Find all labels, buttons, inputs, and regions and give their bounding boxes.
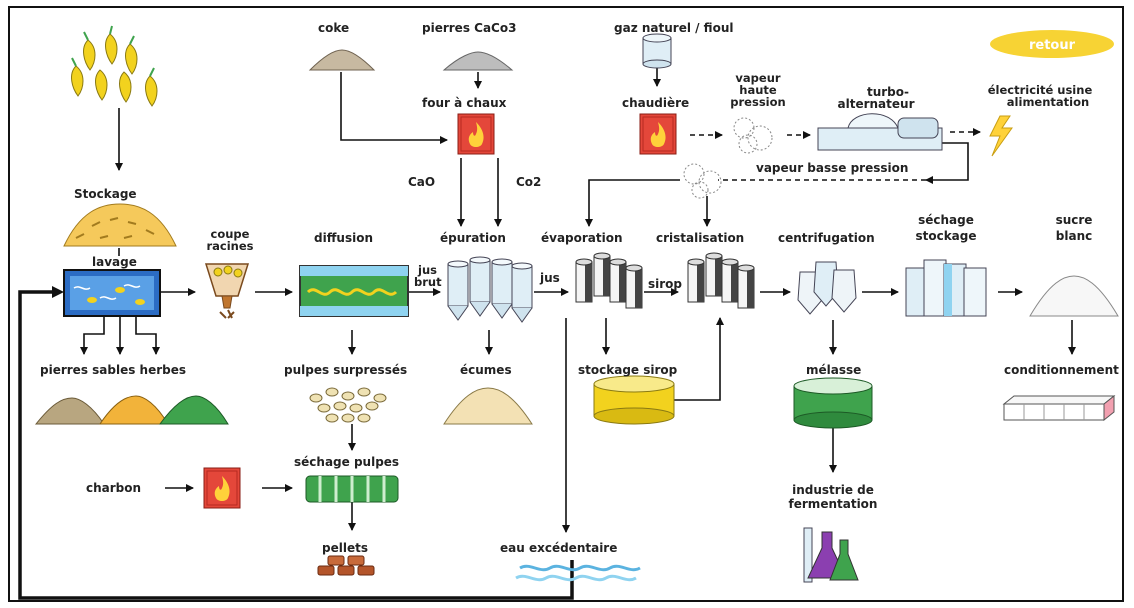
arrow-steam-evaporation: [585, 179, 680, 227]
arrow-coke-four: [340, 72, 448, 144]
retour-label: retour: [1029, 38, 1076, 53]
centrifuge-icon: [797, 261, 857, 315]
label-evaporation: évaporation: [541, 231, 623, 245]
water-waves-icon: [515, 564, 641, 582]
label-pierres: pierres CaCo3: [422, 21, 516, 35]
lightning-bolt-icon: [989, 115, 1013, 157]
label-sirop: sirop: [648, 277, 682, 291]
label-sucre-2: blanc: [1056, 229, 1092, 243]
washer-icon: [63, 269, 161, 317]
label-chaudiere: chaudière: [622, 96, 689, 110]
arrow-stockage-cristalisation: [674, 317, 724, 401]
label-industrie-1: industrie de: [792, 483, 874, 497]
evaporator-icon: [575, 252, 643, 309]
label-pierres-sables: pierres sables herbes: [40, 363, 186, 377]
retour-button[interactable]: retour: [990, 30, 1114, 58]
coke-pile-icon: [308, 49, 376, 71]
label-vapeur-haute-2: haute: [739, 83, 777, 97]
lime-kiln-furnace-icon: [457, 113, 495, 155]
beet-pile-icon: [63, 203, 177, 247]
turbo-alternator-icon: [817, 113, 943, 151]
label-sechage-pulpes: séchage pulpes: [294, 455, 399, 469]
steam-cloud-icon: [733, 117, 773, 154]
label-conditionnement: conditionnement: [1004, 363, 1119, 377]
water-recycle-arrowhead: [52, 286, 64, 298]
label-vapeur-haute-1: vapeur: [735, 71, 780, 85]
molasses-tank-icon: [793, 377, 873, 429]
label-jus: jus: [539, 271, 560, 285]
coal-furnace-icon: [203, 467, 241, 509]
syrup-tank-icon: [593, 375, 675, 425]
arrow-lavage-pierres: [80, 316, 105, 355]
label-coke: coke: [318, 21, 349, 35]
boiler-furnace-icon: [639, 113, 677, 155]
drying-storage-icon: [905, 259, 987, 317]
stones-sand-grass-icon: [34, 395, 229, 425]
pellets-icon: [317, 555, 375, 576]
white-sugar-icon: [1029, 275, 1119, 317]
label-pulpes: pulpes surpressés: [284, 363, 407, 377]
arrow-vapeur-basse: [925, 142, 969, 184]
label-stockage-sirop: stockage sirop: [578, 363, 678, 377]
label-gaz: gaz naturel / fioul: [614, 21, 733, 35]
label-turbo-1: turbo-: [867, 85, 909, 99]
label-coupe-2: racines: [206, 239, 253, 253]
beet-cutter-icon: [204, 263, 250, 319]
label-sechage-stockage-1: séchage: [918, 213, 974, 227]
packaging-box-icon: [1002, 394, 1116, 422]
label-turbo-2: alternateur: [838, 97, 915, 111]
limestone-pile-icon: [442, 51, 514, 71]
label-jus-brut-2: brut: [414, 275, 442, 289]
steam-cloud-low-icon: [683, 163, 722, 199]
sugar-beets-icon: [71, 25, 158, 107]
arrow-lavage-herbes: [135, 316, 160, 355]
label-lavage: lavage: [92, 255, 137, 269]
label-four: four à chaux: [422, 96, 507, 110]
crystallizer-icon: [687, 252, 755, 309]
label-vapeur-basse: vapeur basse pression: [756, 161, 908, 175]
label-sechage-stockage-2: stockage: [915, 229, 976, 243]
label-melasse: mélasse: [806, 363, 861, 377]
label-ecumes: écumes: [460, 363, 512, 377]
label-sucre-1: sucre: [1056, 213, 1093, 227]
label-electricite-1: électricité usine: [988, 83, 1093, 97]
diffusion-tank-icon: [299, 265, 409, 317]
label-co2: Co2: [516, 175, 541, 189]
label-eau: eau excédentaire: [500, 541, 617, 555]
label-industrie-2: fermentation: [789, 497, 878, 511]
label-epuration: épuration: [440, 231, 506, 245]
label-jus-brut-1: jus: [417, 263, 437, 277]
water-recycle-loop: [18, 290, 574, 600]
label-centrifugation: centrifugation: [778, 231, 875, 245]
purification-silos-icon: [447, 256, 533, 323]
pulp-dryer-icon: [305, 475, 399, 503]
label-cao: CaO: [408, 175, 435, 189]
label-charbon: charbon: [86, 481, 141, 495]
label-vapeur-haute-3: pression: [730, 95, 785, 109]
pressed-pulp-icon: [309, 387, 387, 423]
scum-pile-icon: [443, 387, 533, 425]
gas-tank-icon: [642, 33, 672, 69]
label-pellets: pellets: [322, 541, 368, 555]
fermentation-flasks-icon: [803, 527, 859, 583]
label-diffusion: diffusion: [314, 231, 373, 245]
label-stockage: Stockage: [74, 187, 137, 201]
label-electricite-2: alimentation: [1007, 95, 1089, 109]
label-coupe-1: coupe: [211, 227, 250, 241]
label-cristalisation: cristalisation: [656, 231, 744, 245]
